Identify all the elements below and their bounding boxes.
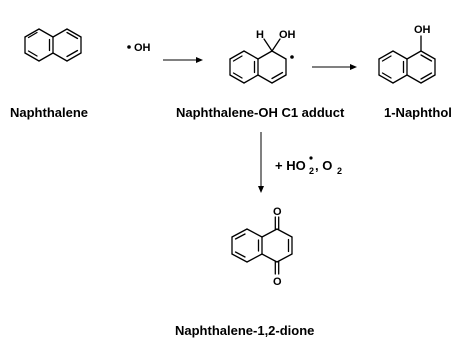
double-bond — [420, 54, 433, 62]
bond — [420, 74, 436, 84]
bond — [246, 228, 263, 238]
reagent-o2-subscript: 2 — [337, 166, 342, 176]
double-bond — [420, 72, 433, 80]
bond — [257, 50, 273, 60]
dione-o-bottom: O — [273, 276, 282, 288]
adduct-h-atom: H — [256, 29, 264, 41]
double-bond — [232, 55, 243, 62]
reagent-ho-subscript: 2 — [309, 166, 314, 176]
double-bond — [66, 31, 79, 40]
bond — [276, 228, 293, 238]
bond — [52, 52, 68, 62]
double-bond — [234, 233, 246, 240]
naphthalene-structure — [24, 28, 82, 62]
bond — [52, 28, 68, 38]
oh-radical-label: OH — [134, 42, 151, 54]
bond — [243, 50, 259, 60]
bond — [261, 253, 278, 263]
dione-label: Naphthalene-1,2-dione — [175, 323, 314, 338]
arrow-head — [258, 186, 264, 193]
bond — [378, 50, 394, 60]
bond — [271, 50, 287, 60]
dione-o-top: O — [273, 206, 282, 218]
adduct-label: Naphthalene-OH C1 adduct — [176, 105, 345, 120]
naphthol-label: 1-Naphthol — [384, 105, 452, 120]
double-bond — [27, 50, 38, 57]
naphthol-oh-group: OH — [414, 24, 431, 36]
bond — [392, 74, 408, 84]
bond — [229, 50, 245, 60]
bond — [420, 50, 436, 60]
bond — [24, 28, 40, 38]
bond — [231, 253, 248, 263]
double-bond — [381, 72, 392, 79]
reagent-ho: + HO — [275, 158, 306, 173]
bond — [24, 52, 40, 62]
adduct-oh-group: OH — [279, 29, 296, 41]
bond — [406, 50, 422, 60]
bond — [243, 74, 259, 84]
bond — [378, 74, 394, 84]
bond — [276, 253, 293, 263]
adduct-radical-dot — [290, 55, 294, 59]
bond — [406, 74, 422, 84]
bond — [66, 52, 82, 62]
double-bond — [27, 31, 38, 39]
double-bond — [234, 251, 246, 258]
double-bond — [381, 55, 392, 62]
adduct-structure — [229, 38, 287, 84]
reaction-arrow-3 — [258, 132, 264, 193]
bond — [246, 253, 263, 263]
naphthalene-label: Naphthalene — [10, 105, 88, 120]
c-oh-bond — [271, 38, 281, 52]
bond — [271, 74, 287, 84]
c-h-bond — [263, 38, 273, 52]
double-bond — [271, 71, 284, 80]
reagent-o2: , O — [315, 158, 332, 173]
oxidant-reagents: + HO 2 , O 2 — [275, 156, 342, 176]
dione-structure — [231, 216, 293, 275]
naphthol-structure — [378, 35, 436, 84]
bond — [392, 50, 408, 60]
bond — [231, 228, 248, 238]
bond — [261, 228, 278, 238]
bond — [257, 74, 273, 84]
bond — [38, 52, 54, 62]
bond — [38, 28, 54, 38]
reagent-radical-dot — [309, 156, 313, 160]
double-bond — [232, 72, 243, 79]
bond — [66, 28, 82, 38]
radical-dot — [127, 45, 131, 49]
arrow-head — [350, 64, 357, 70]
arrow-head — [196, 57, 203, 63]
reaction-arrow-1 — [163, 57, 203, 63]
reaction-arrow-2 — [312, 64, 357, 70]
double-bond — [66, 49, 79, 58]
bond — [229, 74, 245, 84]
